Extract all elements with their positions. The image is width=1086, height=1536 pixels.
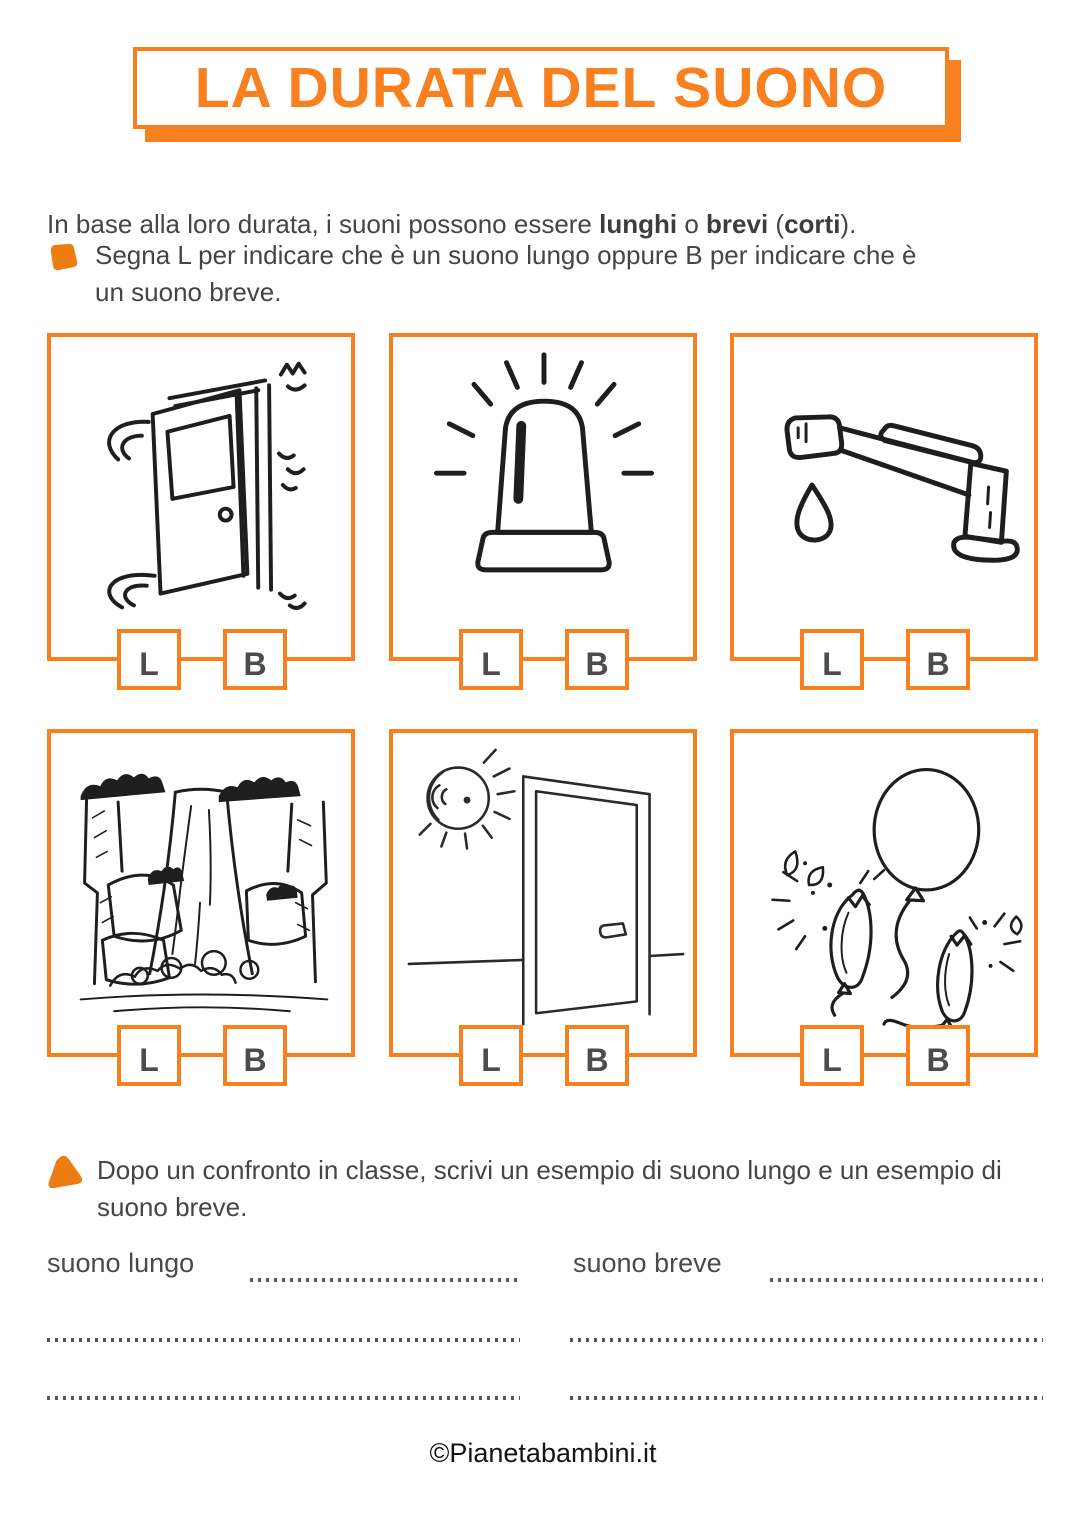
alarm-siren-drawing: [433, 352, 654, 573]
choice-L-faucet[interactable]: L: [800, 629, 864, 690]
task1: Segna L per indicare che è un suono lung…: [47, 237, 940, 311]
suono-lungo-answer-line[interactable]: [250, 1278, 520, 1282]
suono-breve-answer-line[interactable]: [770, 1278, 1043, 1282]
title-box: LA DURATA DEL SUONO: [133, 47, 949, 129]
intro-segment: (: [768, 209, 785, 239]
suono-breve-label: suono breve: [573, 1248, 722, 1278]
intro-bold-lunghi: lunghi: [599, 209, 678, 239]
choice-letter: L: [481, 646, 501, 682]
sound-image-box-door-slam: L B: [47, 333, 355, 690]
choice-letter: B: [243, 646, 267, 682]
waterfall-drawing: [79, 773, 329, 1013]
extra-answer-line-right-2[interactable]: [570, 1396, 1043, 1400]
choice-letter: B: [243, 1042, 267, 1078]
choice-letter: L: [822, 646, 842, 682]
intro-text: In base alla loro durata, i suoni posson…: [47, 207, 1047, 242]
choice-letter: B: [585, 646, 609, 682]
choice-B-door-slam[interactable]: B: [223, 629, 287, 690]
suono-lungo-label: suono lungo: [47, 1248, 195, 1278]
choice-L-doorbell[interactable]: L: [459, 1025, 523, 1086]
slamming-door-drawing: [107, 361, 307, 610]
orange-blob-bullet-icon: [50, 243, 78, 271]
intro-segment: In base alla loro durata, i suoni posson…: [47, 209, 600, 239]
choice-letter: L: [139, 646, 159, 682]
choice-B-waterfall[interactable]: B: [223, 1025, 287, 1086]
choice-letter: L: [139, 1042, 159, 1078]
choice-B-balloon[interactable]: B: [906, 1025, 970, 1086]
intro-bold-brevi: brevi: [706, 209, 769, 239]
extra-answer-line-right-1[interactable]: [570, 1338, 1043, 1342]
choice-L-siren[interactable]: L: [459, 629, 523, 690]
choice-letter: B: [926, 646, 950, 682]
task1-text: Segna L per indicare che è un suono lung…: [95, 240, 917, 307]
choice-letter: L: [822, 1042, 842, 1078]
intro-segment: ).: [840, 209, 857, 239]
choice-L-balloon[interactable]: L: [800, 1025, 864, 1086]
page-title: LA DURATA DEL SUONO: [194, 56, 888, 120]
footer-credit: ©Pianetabambini.it: [429, 1438, 657, 1468]
task2: Dopo un confronto in classe, scrivi un e…: [47, 1152, 1012, 1226]
task2-text: Dopo un confronto in classe, scrivi un e…: [97, 1155, 1002, 1222]
extra-answer-line-left-2[interactable]: [47, 1396, 520, 1400]
choice-B-faucet[interactable]: B: [906, 629, 970, 690]
popping-balloons-drawing: [771, 767, 1023, 1031]
sound-image-box-balloon: L B: [730, 729, 1038, 1086]
choice-B-siren[interactable]: B: [565, 629, 629, 690]
intro-bold-corti: corti: [784, 209, 841, 239]
intro-segment: o: [677, 209, 707, 239]
sound-image-box-doorbell: L B: [389, 729, 697, 1086]
sound-image-box-faucet: L B: [730, 333, 1038, 690]
doorbell-and-door-drawing: [407, 748, 685, 1026]
choice-B-doorbell[interactable]: B: [565, 1025, 629, 1086]
sound-image-box-siren: L B: [389, 333, 697, 690]
orange-triangle-bullet-icon: [48, 1155, 83, 1189]
choice-L-waterfall[interactable]: L: [117, 1025, 181, 1086]
dripping-faucet-drawing: [784, 414, 1020, 563]
extra-answer-line-left-1[interactable]: [47, 1338, 520, 1342]
choice-letter: B: [585, 1042, 609, 1078]
choice-L-door-slam[interactable]: L: [117, 629, 181, 690]
sound-image-box-waterfall: L B: [47, 729, 355, 1086]
choice-letter: L: [481, 1042, 501, 1078]
choice-letter: B: [926, 1042, 950, 1078]
